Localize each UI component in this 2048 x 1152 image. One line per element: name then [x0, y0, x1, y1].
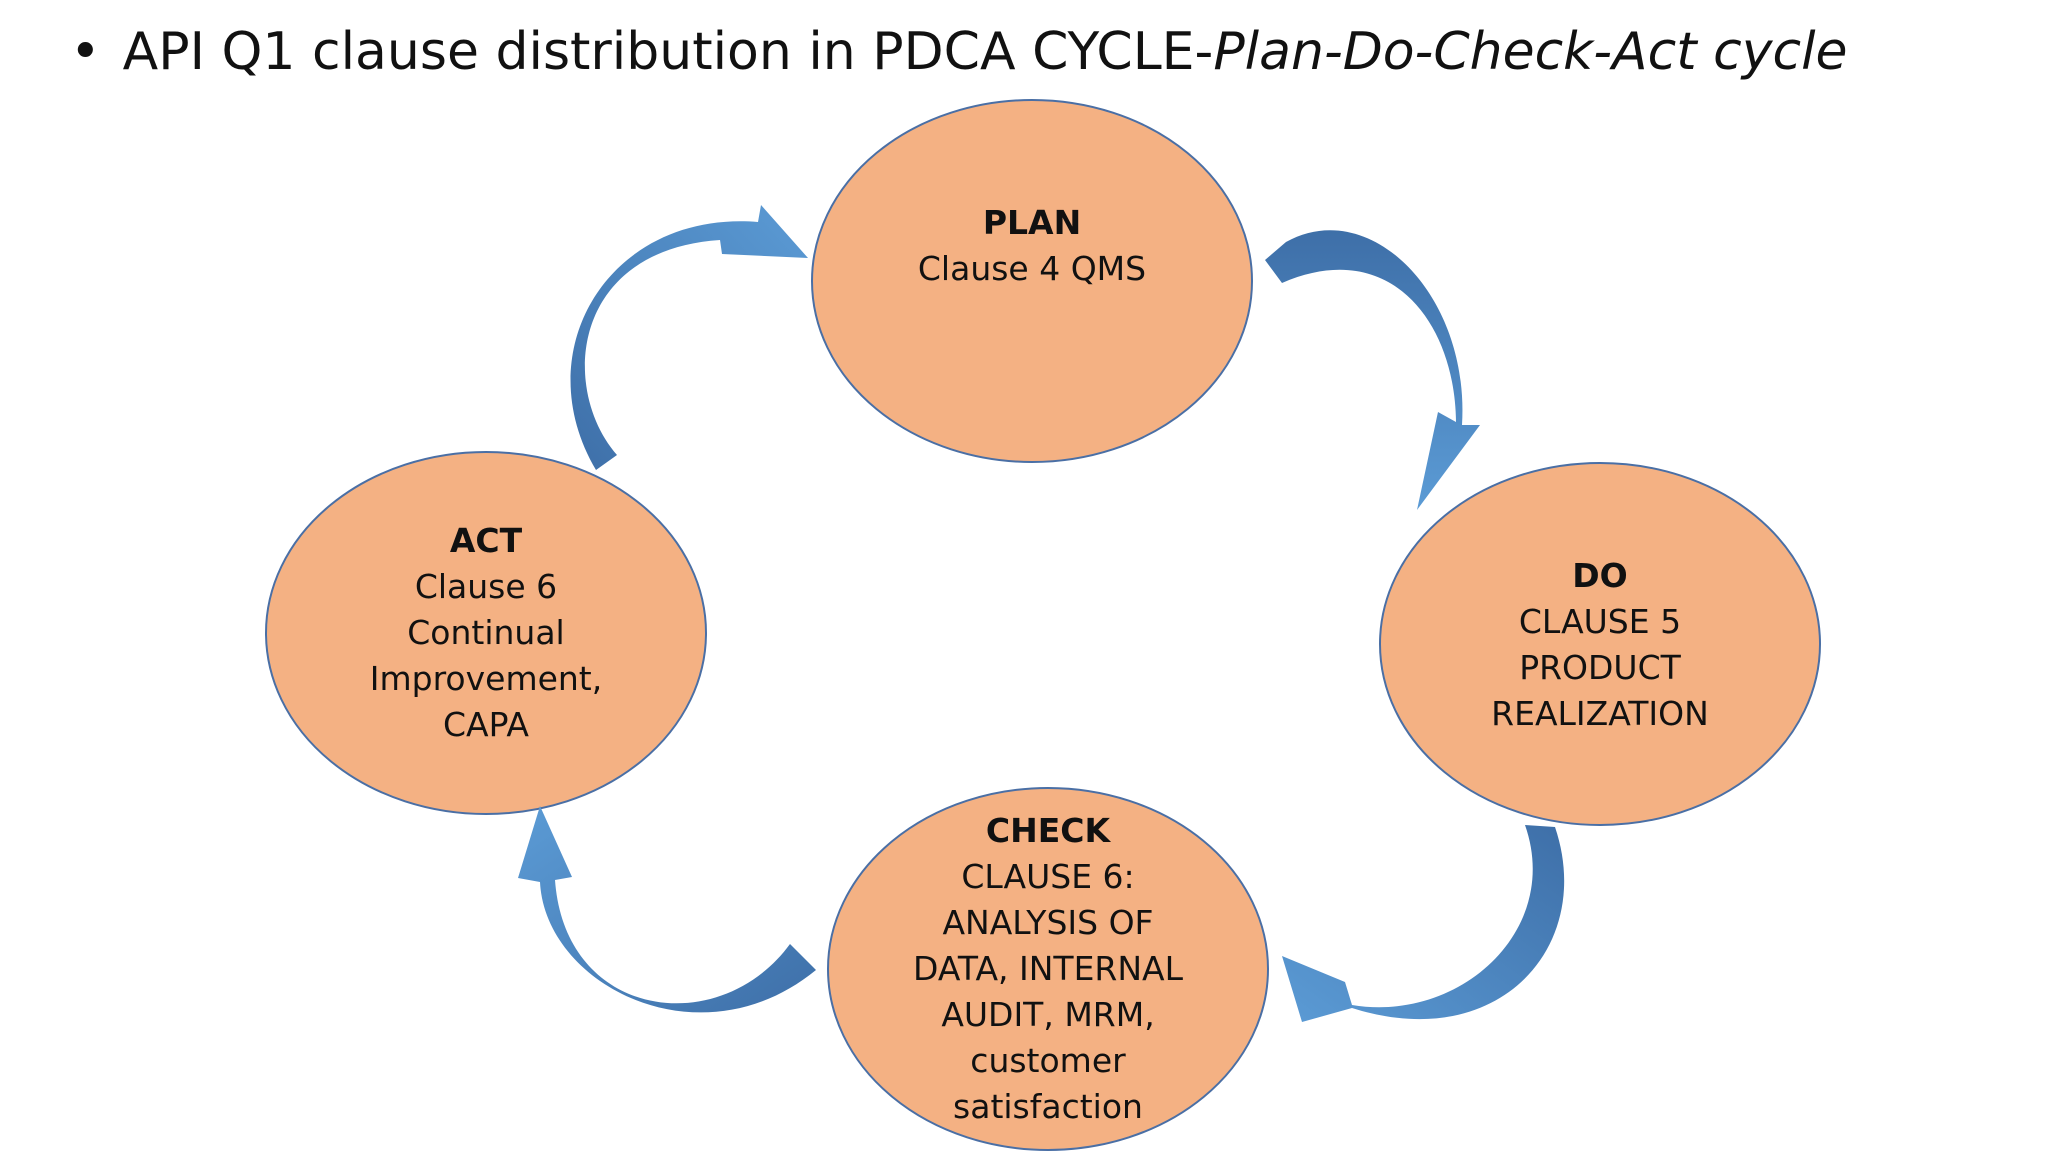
- arrow-check-to-act: [518, 806, 816, 1013]
- check-node: CHECK CLAUSE 6: ANALYSIS OF DATA, INTERN…: [868, 808, 1228, 1138]
- plan-node: PLAN Clause 4 QMS: [852, 200, 1212, 370]
- arrow-act-to-plan: [570, 205, 808, 470]
- bullet-icon: •: [70, 22, 101, 82]
- do-ellipse: [1379, 462, 1821, 826]
- check-line-2: ANALYSIS OF: [942, 903, 1154, 942]
- act-line-4: CAPA: [443, 705, 529, 744]
- act-line-1: Clause 6: [414, 567, 558, 606]
- check-line-1: CLAUSE 6:: [961, 857, 1135, 896]
- check-line-3: DATA, INTERNAL: [913, 949, 1183, 988]
- do-heading: DO: [1572, 556, 1628, 595]
- check-line-5: customer: [970, 1041, 1126, 1080]
- act-line-2: Continual: [407, 613, 565, 652]
- check-line-6: satisfaction: [953, 1087, 1143, 1126]
- plan-heading: PLAN: [982, 203, 1082, 242]
- check-heading: CHECK: [985, 811, 1111, 850]
- title-italic: Plan-Do-Check-Act cycle: [1213, 22, 1848, 82]
- plan-line-1: Clause 4 QMS: [917, 249, 1147, 288]
- arrow-plan-to-do: [1265, 230, 1480, 510]
- act-heading: ACT: [449, 521, 523, 560]
- act-node: ACT Clause 6 Continual Improvement, CAPA: [306, 518, 666, 758]
- do-line-2: PRODUCT: [1519, 648, 1681, 687]
- act-line-3: Improvement,: [369, 659, 603, 698]
- do-line-3: REALIZATION: [1491, 694, 1709, 733]
- title-main: API Q1 clause distribution in PDCA CYCLE…: [122, 22, 1214, 82]
- check-ellipse: [827, 787, 1269, 1151]
- do-node: DO CLAUSE 5 PRODUCT REALIZATION: [1420, 553, 1780, 743]
- slide-title: • API Q1 clause distribution in PDCA CYCL…: [70, 22, 1848, 82]
- arrow-do-to-check: [1282, 825, 1565, 1022]
- plan-ellipse: [811, 99, 1253, 463]
- do-line-1: CLAUSE 5: [1518, 602, 1682, 641]
- check-line-4: AUDIT, MRM,: [941, 995, 1155, 1034]
- act-ellipse: [265, 451, 707, 815]
